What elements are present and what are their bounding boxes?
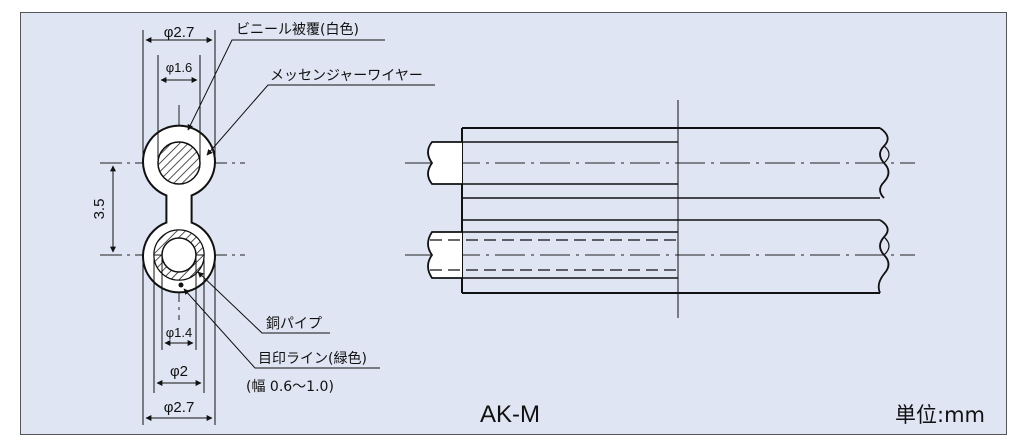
label-vinyl-coating: ビニール被覆(白色) — [236, 21, 359, 38]
leader-marker — [183, 288, 380, 369]
cross-section-view — [100, 30, 435, 425]
label-copper-pipe: 銅パイプ — [266, 316, 322, 332]
label-marker-line: 目印ライン(緑色) — [258, 350, 367, 367]
side-view — [405, 100, 915, 318]
dim-bottom-inner: φ1.4 — [166, 325, 193, 340]
dim-top-inner: φ1.6 — [166, 60, 193, 75]
dim-pitch: 3.5 — [91, 199, 108, 220]
messenger-wire — [157, 141, 201, 185]
leader-vinyl — [187, 39, 385, 131]
dim-top-outer: φ2.7 — [164, 24, 195, 41]
label-messenger-wire: メッセンジャーワイヤー — [270, 68, 423, 84]
unit-label: 単位:mm — [895, 403, 985, 427]
leader-copper — [197, 271, 330, 334]
dim-bottom-mid: φ2 — [170, 363, 188, 380]
leader-messenger — [206, 84, 435, 156]
model-title: AK-M — [480, 401, 540, 428]
label-marker-width: (幅 0.6〜1.0) — [246, 379, 334, 395]
marker-line-dot — [178, 282, 184, 288]
dim-bottom-outer: φ2.7 — [164, 399, 195, 416]
